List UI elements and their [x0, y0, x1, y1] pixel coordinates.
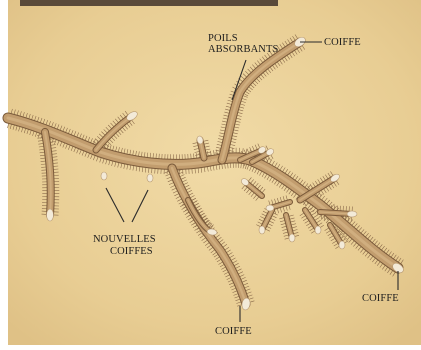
cap-spur-right-8 [259, 226, 265, 234]
cap-new-1 [101, 172, 107, 180]
label-poils: POILS [208, 33, 238, 44]
label-poils-line1: POILS [208, 33, 238, 44]
label-nouvelles: NOUVELLES [93, 234, 156, 245]
label-coiffe-right: COIFFE [362, 293, 399, 304]
label-coiffe-top: COIFFE [324, 37, 361, 48]
label-absorbants: ABSORBANTS [208, 44, 278, 55]
label-coiffes: COIFFES [110, 246, 153, 257]
cap-spur-right-2 [266, 205, 274, 211]
cap-spur-right-4 [315, 226, 321, 234]
cap-spur-right-5 [347, 211, 357, 217]
cap-spur-right-7 [289, 234, 295, 242]
label-nouvelles-line1: NOUVELLES [93, 234, 156, 245]
cap-new-2 [147, 174, 153, 182]
cap-left-sub [47, 209, 54, 221]
label-coiffe-bottom: COIFFE [215, 326, 252, 337]
scan-dark-strip [20, 0, 278, 6]
label-poils-line2: ABSORBANTS [208, 44, 278, 55]
cap-spur-right-6 [339, 241, 345, 249]
label-nouvelles-line2: COIFFES [110, 246, 153, 257]
